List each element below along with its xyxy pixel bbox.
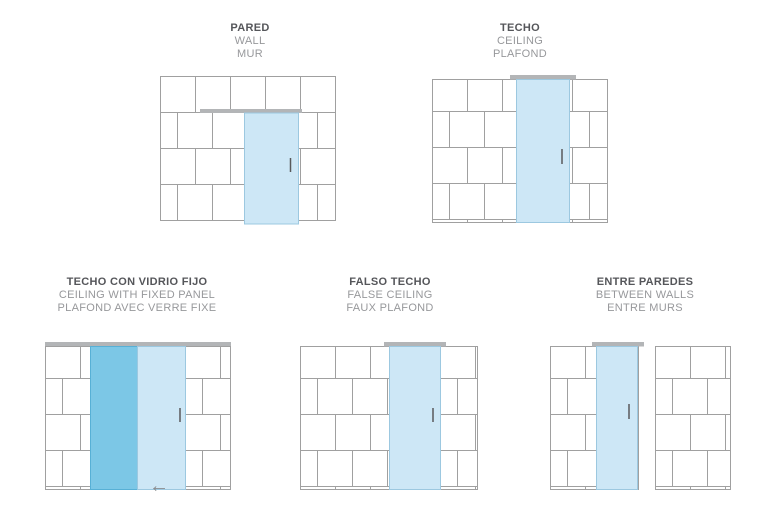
- diagram-techo-con-vidrio-fijo: [45, 342, 231, 497]
- track-rail: [200, 109, 302, 113]
- title-es: PARED: [230, 22, 270, 34]
- brick-wall-left: [45, 346, 91, 490]
- glass-panel: [244, 112, 299, 225]
- diagram-title-falso-techo: FALSO TECHO FALSE CEILING FAUX PLAFOND: [280, 276, 500, 315]
- title-fr: ENTRE MURS: [607, 302, 683, 314]
- track-rail: [384, 342, 446, 347]
- diagram-pared-drawing: [160, 76, 336, 225]
- track-rail: [510, 75, 576, 80]
- glass-panel: [596, 346, 638, 490]
- diagram-techo-drawing: [432, 75, 608, 223]
- sliding-glass-panel: [90, 346, 138, 490]
- title-es: ENTRE PAREDES: [596, 276, 694, 288]
- title-en: BETWEEN WALLS: [595, 289, 695, 301]
- brick-wall-right: [655, 346, 731, 490]
- title-es: FALSO TECHO: [349, 276, 431, 288]
- diagram-techo: [432, 75, 608, 230]
- title-es: TECHO: [500, 22, 540, 34]
- fixed-glass-panel: [137, 346, 186, 490]
- title-en: CEILING: [496, 35, 544, 47]
- glass-panel: [389, 346, 441, 490]
- title-es: TECHO CON VIDRIO FIJO: [66, 276, 208, 288]
- diagram-entre-paredes-drawing: [550, 342, 731, 490]
- diagram-pared: [160, 76, 336, 231]
- slide-direction-arrow-icon: ←: [149, 475, 169, 497]
- title-fr: PLAFOND: [492, 48, 548, 60]
- title-en: WALL: [234, 35, 266, 47]
- title-fr: PLAFOND AVEC VERRE FIXE: [57, 302, 217, 314]
- diagram-falso-techo-drawing: [300, 342, 478, 490]
- title-en: FALSE CEILING: [347, 289, 433, 301]
- diagram-falso-techo: [300, 342, 479, 497]
- diagram-title-techo-con-vidrio-fijo: TECHO CON VIDRIO FIJO CEILING WITH FIXED…: [27, 276, 247, 315]
- diagram-entre-paredes: [550, 342, 731, 497]
- glass-panel: [516, 79, 570, 223]
- track-rail: [592, 342, 644, 347]
- title-fr: FAUX PLAFOND: [346, 302, 434, 314]
- diagram-title-entre-paredes: ENTRE PAREDES BETWEEN WALLS ENTRE MURS: [535, 276, 755, 315]
- diagram-techo-con-vidrio-fijo-drawing: [45, 342, 231, 490]
- track-rail: [45, 342, 231, 347]
- diagram-title-pared: PARED WALL MUR: [140, 22, 360, 61]
- brick-wall-right: [185, 346, 231, 490]
- title-en: CEILING WITH FIXED PANEL: [58, 289, 216, 301]
- title-fr: MUR: [237, 48, 263, 60]
- diagram-title-techo: TECHO CEILING PLAFOND: [410, 22, 630, 61]
